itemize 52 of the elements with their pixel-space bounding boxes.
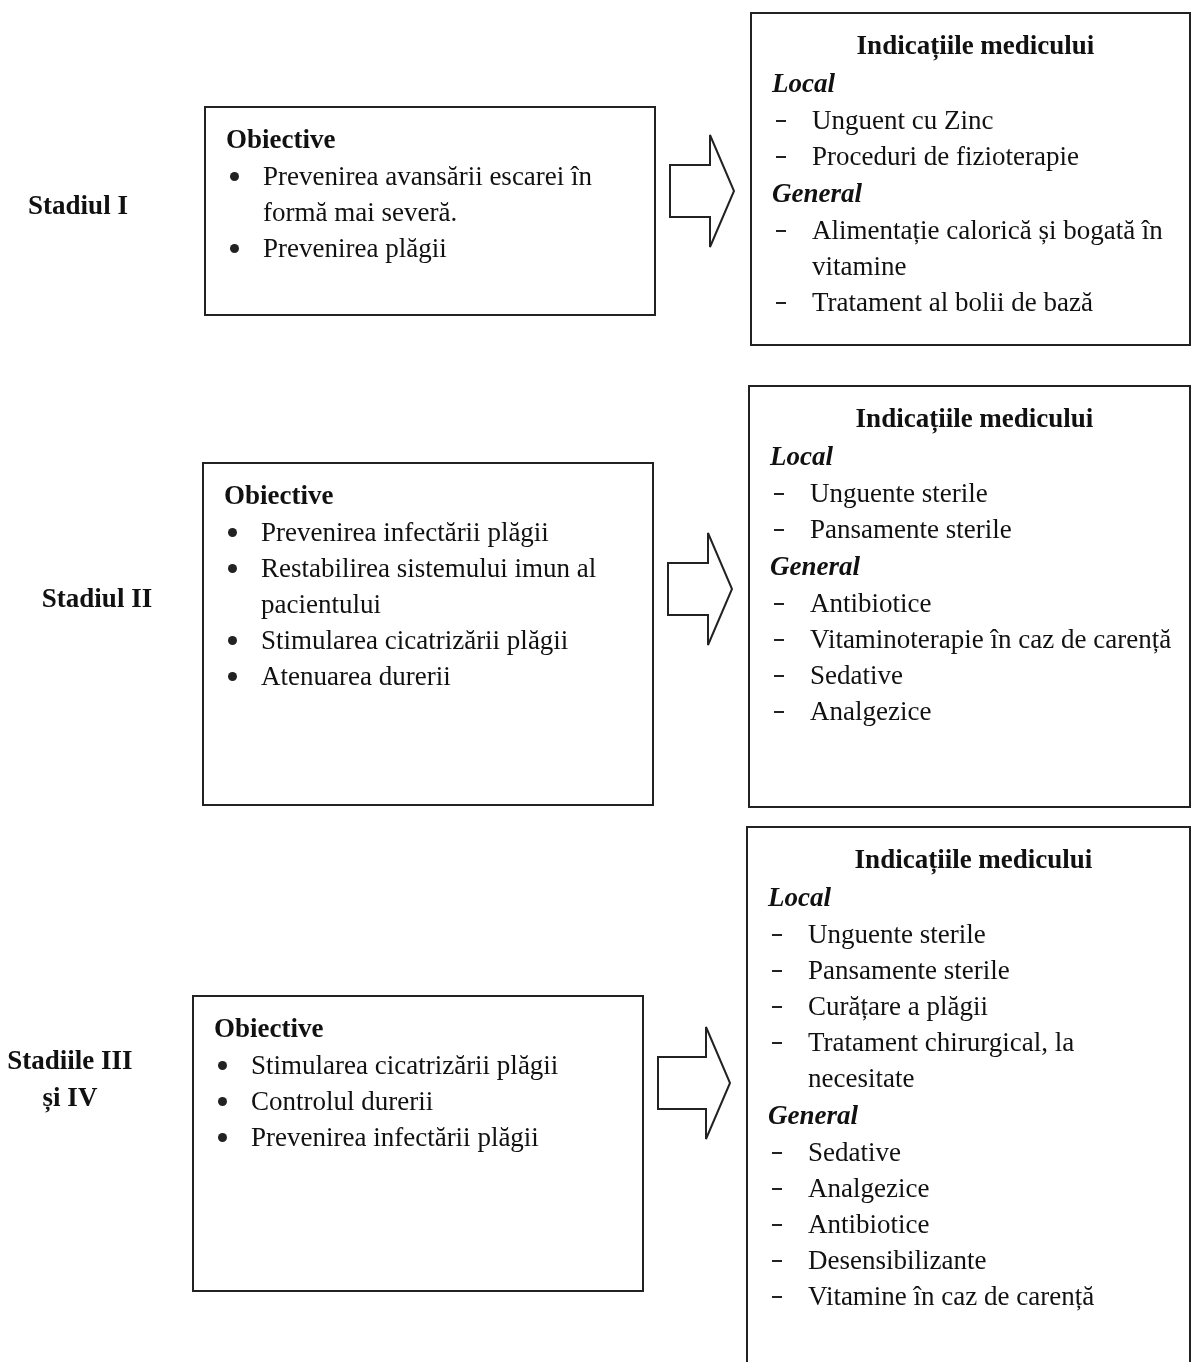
list-item: Unguente sterile — [808, 918, 987, 951]
text-box — [192, 995, 644, 1292]
list-item: Tratament chirurgical, la necesitate — [808, 1026, 1076, 1095]
list-item: Pansamente sterile — [810, 513, 1013, 546]
list-item: Stimularea cicatrizării plăgii — [251, 1049, 560, 1082]
section-subheading: General — [770, 550, 861, 583]
block-arrow — [667, 532, 734, 646]
section-subheading: General — [768, 1099, 859, 1132]
list-item: Tratament al bolii de bază — [812, 286, 1094, 319]
list-item: Vitamine în caz de carență — [808, 1280, 1096, 1313]
text-box — [202, 462, 654, 806]
section-subheading: General — [772, 177, 863, 210]
box-heading: Obiective — [214, 1012, 325, 1045]
section-subheading: Local — [768, 881, 832, 914]
list-item: Proceduri de fizioterapie — [812, 140, 1080, 173]
list-item: Curățare a plăgii — [808, 990, 989, 1023]
text-box — [750, 12, 1191, 346]
list-item: Controlul durerii — [251, 1085, 435, 1118]
box-heading: Indicațiile medicului — [853, 843, 1094, 877]
list-item: Prevenirea infectării plăgii — [251, 1121, 540, 1154]
list-item: Analgezice — [808, 1172, 931, 1205]
list-item: Stimularea cicatrizării plăgii — [261, 624, 570, 657]
text-box — [748, 385, 1191, 808]
list-item: Prevenirea plăgii — [263, 232, 448, 265]
text-box — [204, 106, 656, 316]
list-item: Unguent cu Zinc — [812, 104, 995, 137]
list-item: Antibiotice — [810, 587, 933, 620]
box-heading: Obiective — [224, 479, 335, 512]
stage-label: Stadiul I — [27, 188, 129, 222]
list-item: Atenuarea durerii — [261, 660, 452, 693]
list-item: Sedative — [810, 659, 904, 692]
block-arrow — [657, 1026, 732, 1140]
box-heading: Indicațiile medicului — [854, 402, 1095, 436]
list-item: Pansamente sterile — [808, 954, 1011, 987]
block-arrow — [669, 134, 736, 248]
stage-label: Stadiul II — [40, 581, 154, 615]
list-item: Unguente sterile — [810, 477, 989, 510]
list-item: Analgezice — [810, 695, 933, 728]
list-item: Alimentație calorică și bogată în vitamine — [812, 214, 1164, 283]
list-item: Antibiotice — [808, 1208, 931, 1241]
list-item: Sedative — [808, 1136, 902, 1169]
list-item: Prevenirea avansării escarei în formă mai severă. — [263, 160, 594, 229]
list-item: Prevenirea infectării plăgii — [261, 516, 550, 549]
list-item: Desensibilizante — [808, 1244, 988, 1277]
section-subheading: Local — [772, 67, 836, 100]
stage-label: Stadiile III și IV — [6, 1044, 134, 1115]
list-item: Vitaminoterapie în caz de carență — [810, 623, 1173, 656]
text-box — [746, 826, 1191, 1362]
box-heading: Indicațiile medicului — [855, 29, 1096, 63]
section-subheading: Local — [770, 440, 834, 473]
box-heading: Obiective — [226, 123, 337, 156]
list-item: Restabilirea sistemului imun al pacientului — [261, 552, 598, 621]
